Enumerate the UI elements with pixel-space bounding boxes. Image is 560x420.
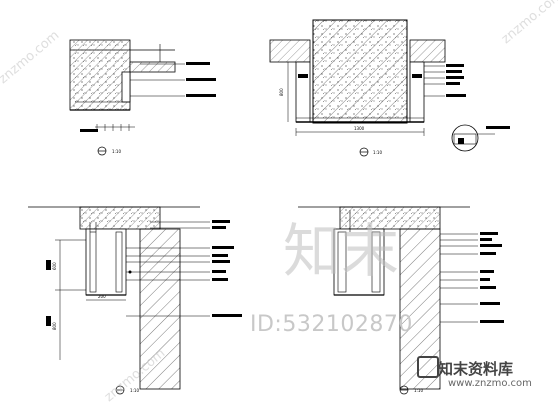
detail-d-scale: 1:10 (414, 388, 423, 393)
detail-c-upper-dim: 600 (52, 262, 57, 270)
detail-c-scale: 1:10 (130, 388, 139, 393)
detail-c: 600 800 200 1:10 (28, 206, 242, 395)
detail-b-width-dim: 1300 (354, 126, 365, 131)
watermark-url: www.znzmo.com (448, 378, 532, 389)
brand-logo-icon (417, 356, 439, 378)
detail-b-height-dim: 800 (279, 88, 284, 96)
watermark-id: ID:532102870 (250, 312, 413, 337)
detail-c-lower-dim: 800 (52, 322, 57, 330)
detail-a-scale: 1:10 (112, 149, 121, 154)
detail-b-scale: 1:10 (373, 150, 382, 155)
detail-a: 1:10 (69, 39, 216, 156)
detail-c-bottom-dim: 200 (98, 294, 106, 299)
detail-b: 800 1300 1:10 (269, 19, 510, 157)
detail-d: 1:10 (298, 206, 504, 395)
watermark-logo-text: 知末 (283, 217, 400, 285)
watermark-brand: 知末资料库 (438, 360, 514, 378)
